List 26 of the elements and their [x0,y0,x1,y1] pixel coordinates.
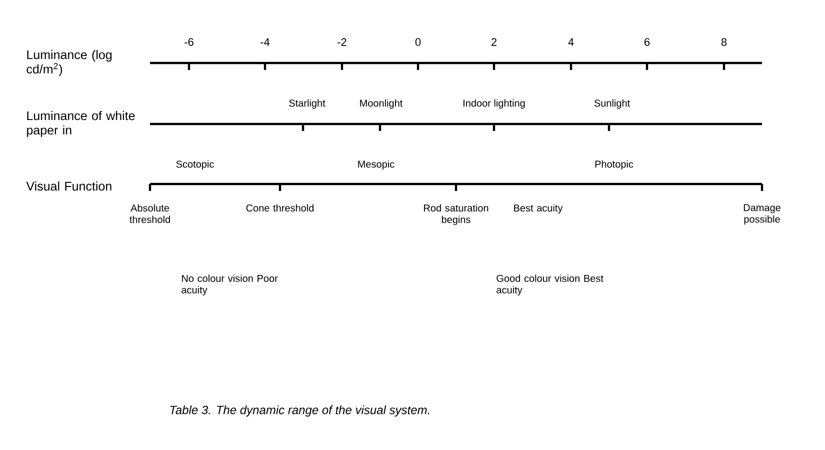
note: Good colour vision Best acuity [496,274,604,296]
tick-label: -6 [184,38,194,46]
condition-label: Moonlight [360,99,403,109]
axis-label: Visual Function [26,181,112,191]
tick-label: 2 [492,38,497,46]
event-label: Absolute threshold [130,204,170,224]
tick-label: 0 [415,38,421,46]
event-label: Rod saturation begins [424,204,488,226]
condition-label: Indoor lighting [464,99,525,109]
tick-label: 4 [568,38,574,46]
event-label: Damage possible [744,204,780,225]
tick-label: -4 [260,38,270,46]
tick-label: 6 [644,38,650,46]
condition-label: Starlight [289,99,326,109]
tick-label: -2 [338,38,346,46]
note: No colour vision Poor acuity [182,274,278,296]
event-label: Cone threshold [246,204,314,212]
axis-label: Luminance (log cd/m$^{2}$) [26,50,112,76]
event-label: Best acuity [514,204,563,214]
condition-label: Sunlight [594,99,630,109]
caption: Table 3. The dynamic range of the visual system. [170,405,430,417]
range-label: Scotopic [176,160,214,170]
tick-label: 8 [721,38,727,46]
range-label: Photopic [595,160,634,170]
range-label: Mesopic [358,160,394,170]
axis-label: Luminance of white paper in [27,110,135,137]
